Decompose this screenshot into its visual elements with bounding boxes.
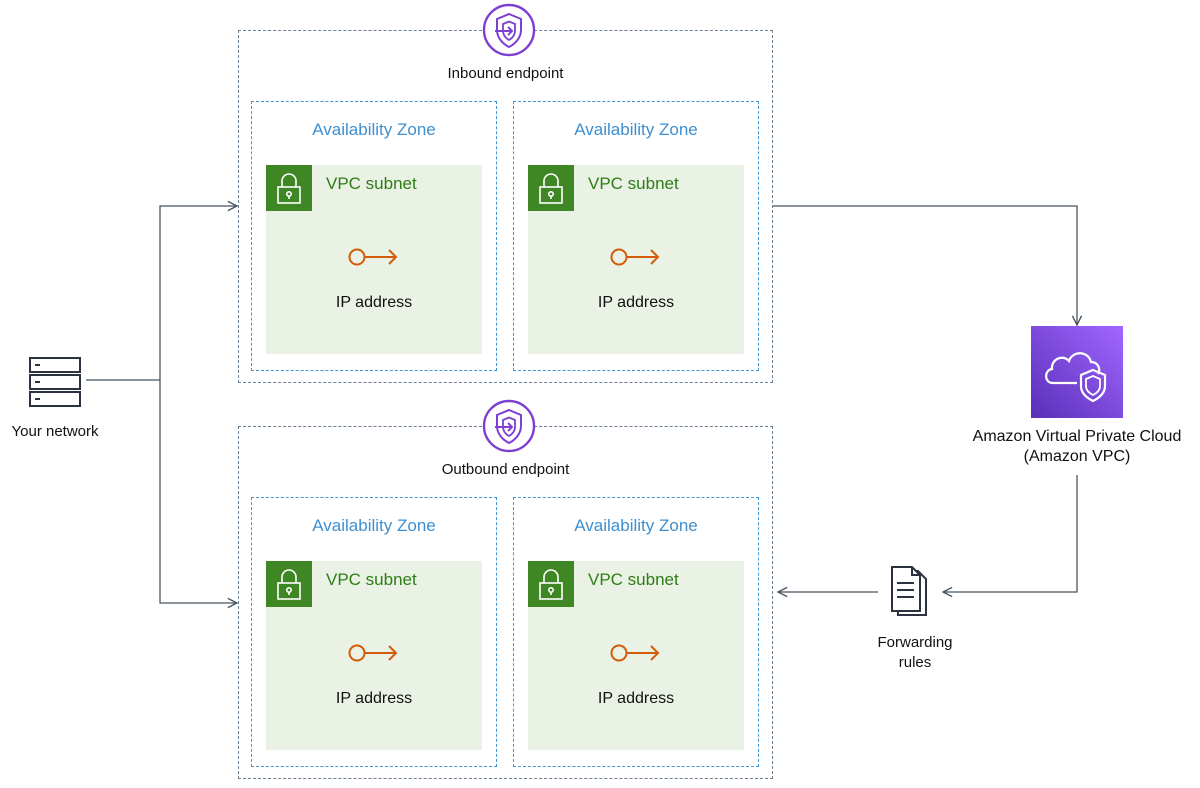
outbound-endpoint-label: Outbound endpoint [441, 461, 570, 478]
vpc-subnet-label: VPC subnet [588, 570, 679, 589]
vpc-label: Amazon Virtual Private Cloud (Amazon VPC… [945, 427, 1200, 467]
availability-zone-label: Availability Zone [574, 120, 698, 139]
vpc-label-line2: (Amazon VPC) [1023, 448, 1131, 465]
ip-address-icon [610, 248, 660, 266]
forwarding-label-line1: Forwarding [877, 634, 953, 651]
inbound-availability-zone-1: Availability Zone VPC subnet IP address [251, 101, 497, 371]
ip-address-icon [610, 644, 660, 662]
vpc-subnet-label: VPC subnet [326, 570, 417, 589]
ip-address-icon [348, 644, 398, 662]
server-icon [29, 357, 81, 407]
ip-address-label: IP address [597, 294, 675, 311]
inbound-availability-zone-2: Availability Zone VPC subnet IP address [513, 101, 759, 371]
vpc-subnet: VPC subnet IP address [528, 165, 744, 354]
forwarding-rules-label: Forwarding rules [850, 633, 980, 673]
availability-zone-label: Availability Zone [312, 120, 436, 139]
inbound-endpoint-label: Inbound endpoint [447, 65, 564, 82]
forwarding-label-line2: rules [898, 654, 932, 671]
network-to-inbound-arrow [159, 206, 237, 380]
your-network-label: Your network [11, 423, 99, 440]
document-icon [891, 566, 927, 616]
inbound-endpoint-icon [482, 3, 536, 57]
ip-address-label: IP address [335, 690, 413, 707]
outbound-availability-zone-2: Availability Zone VPC subnet IP address [513, 497, 759, 767]
outbound-endpoint-group: Outbound endpoint Availability Zone VPC … [238, 426, 773, 779]
availability-zone-label: Availability Zone [574, 516, 698, 535]
vpc-subnet: VPC subnet IP address [528, 561, 744, 750]
ip-address-label: IP address [597, 690, 675, 707]
vpc-cloud-shield-icon [1031, 326, 1123, 418]
availability-zone-label: Availability Zone [312, 516, 436, 535]
lock-icon [528, 561, 574, 607]
vpc-subnet-label: VPC subnet [326, 174, 417, 193]
lock-icon [266, 561, 312, 607]
your-network-node: Your network [0, 352, 110, 447]
inbound-to-vpc-arrow [773, 205, 1077, 325]
ip-address-icon [348, 248, 398, 266]
vpc-subnet: VPC subnet IP address [266, 561, 482, 750]
vpc-label-line1: Amazon Virtual Private Cloud [972, 428, 1182, 445]
vpc-subnet: VPC subnet IP address [266, 165, 482, 354]
network-to-outbound-arrow [159, 380, 237, 603]
vpc-subnet-label: VPC subnet [588, 174, 679, 193]
outbound-availability-zone-1: Availability Zone VPC subnet IP address [251, 497, 497, 767]
lock-icon [528, 165, 574, 211]
lock-icon [266, 165, 312, 211]
vpc-to-forwarding-arrow [943, 475, 1078, 592]
ip-address-label: IP address [335, 294, 413, 311]
outbound-endpoint-icon [482, 399, 536, 453]
inbound-endpoint-group: Inbound endpoint Availability Zone VPC s… [238, 30, 773, 383]
